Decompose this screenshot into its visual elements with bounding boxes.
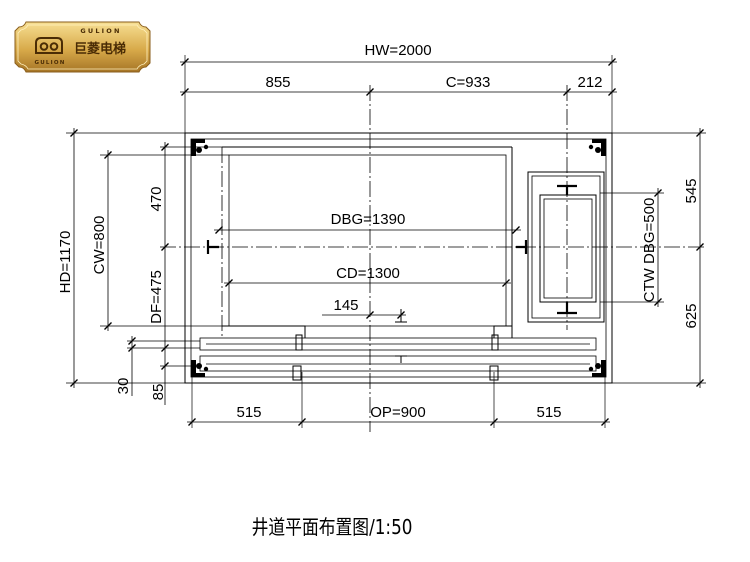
door-center-mark-lower xyxy=(395,355,407,363)
dimension-tick xyxy=(601,418,609,426)
counterweight-frame-inner xyxy=(531,175,601,319)
logo-top-text: GULION xyxy=(80,27,121,35)
dimension-tick xyxy=(654,189,662,197)
logo-bottom-text: GULION xyxy=(34,60,65,66)
dimension-tick xyxy=(188,418,196,426)
label-right-lower: 625 xyxy=(683,303,700,328)
counterweight-block xyxy=(539,194,597,303)
car-door-sill xyxy=(199,337,597,351)
dimension-tick xyxy=(70,379,78,387)
center-lines xyxy=(160,85,706,432)
shaft-inner-wall xyxy=(190,138,607,378)
car-front-left xyxy=(222,325,306,338)
label-sill: 85 xyxy=(150,384,167,401)
door-sill-area xyxy=(199,309,597,381)
label-bottom-right: 515 xyxy=(536,404,561,421)
shaft-walls xyxy=(184,132,613,384)
car-inner-outline xyxy=(228,154,507,327)
dimension-tick xyxy=(181,88,189,96)
dimension-tick xyxy=(161,143,169,151)
corner-bracket-bottom-left xyxy=(191,360,209,377)
dimension-labels: HW=2000 855 C=933 212 HD=1170 CW=800 470… xyxy=(57,42,700,421)
landing-door-sill xyxy=(199,355,597,372)
label-top-right: 212 xyxy=(577,74,602,91)
counterweight-frame-outer xyxy=(527,171,605,323)
label-c: C=933 xyxy=(446,74,491,91)
car-door-panel-left xyxy=(295,334,303,351)
dimension-tick xyxy=(366,88,374,96)
label-upper-left: 470 xyxy=(148,186,165,211)
label-hd: HD=1170 xyxy=(57,231,74,294)
landing-door-panel-left xyxy=(292,365,302,381)
label-cd: CD=1300 xyxy=(336,265,400,282)
car-door-panel-right xyxy=(491,334,499,351)
drawing-caption: 井道平面布置图/1:50 xyxy=(252,517,413,540)
label-hw: HW=2000 xyxy=(364,42,431,59)
dimension-tick xyxy=(366,311,374,319)
corner-bracket-top-left xyxy=(191,139,209,156)
dimension-tick xyxy=(563,88,571,96)
dimension-tick xyxy=(696,379,704,387)
shaft-outer-wall xyxy=(184,132,613,384)
label-right-upper: 545 xyxy=(683,178,700,203)
counterweight xyxy=(527,171,605,323)
dimension-tick xyxy=(298,418,306,426)
dimension-tick xyxy=(512,226,520,234)
label-op: OP=900 xyxy=(370,404,425,421)
label-top-left: 855 xyxy=(265,74,290,91)
dimension-tick xyxy=(215,226,223,234)
dimension-tick xyxy=(502,279,510,287)
dimension-tick xyxy=(181,58,189,66)
logo-mark-icon xyxy=(35,37,63,54)
dimension-tick xyxy=(225,279,233,287)
car-front-right xyxy=(493,325,512,338)
label-cw: CW=800 xyxy=(91,216,108,275)
car-rail-right xyxy=(516,240,528,254)
logo-brand-name: 巨菱电梯 xyxy=(74,41,126,57)
corner-bracket-top-right xyxy=(588,139,606,156)
label-sill-gap: 30 xyxy=(115,378,132,395)
elevator-car xyxy=(221,146,513,338)
car-rail-left xyxy=(206,240,219,254)
counterweight-block-inner xyxy=(543,198,593,299)
counterweight-rail-bottom xyxy=(557,302,577,315)
dimension-tick xyxy=(608,88,616,96)
dimension-tick xyxy=(161,344,169,352)
dimension-lines xyxy=(70,58,704,426)
extension-lines xyxy=(66,55,706,428)
label-dbg: DBG=1390 xyxy=(331,211,406,228)
dimension-tick xyxy=(696,243,704,251)
dimension-tick xyxy=(128,337,136,345)
corner-bracket-bottom-right xyxy=(588,360,606,377)
label-ctw-dbg: CTW DBG=500 xyxy=(641,198,658,303)
dimension-tick xyxy=(104,322,112,330)
dimension-tick xyxy=(161,243,169,251)
dimension-tick xyxy=(654,298,662,306)
car-guide-rails xyxy=(206,240,528,254)
label-df: DF=475 xyxy=(148,270,165,324)
dimension-tick xyxy=(397,311,405,319)
dimension-tick xyxy=(696,129,704,137)
counterweight-rail-top xyxy=(557,184,577,195)
label-bottom-left: 515 xyxy=(236,404,261,421)
logo-plaque xyxy=(14,21,151,73)
logo-badge: GULION 巨菱电梯 GULION xyxy=(14,21,151,73)
label-door-offset: 145 xyxy=(333,297,358,314)
dimension-tick xyxy=(128,344,136,352)
dimension-tick xyxy=(161,362,169,370)
dimension-tick xyxy=(608,58,616,66)
dimension-tick xyxy=(104,151,112,159)
logo-plaque-border xyxy=(17,24,148,70)
dimension-tick xyxy=(490,418,498,426)
dimension-tick xyxy=(70,129,78,137)
